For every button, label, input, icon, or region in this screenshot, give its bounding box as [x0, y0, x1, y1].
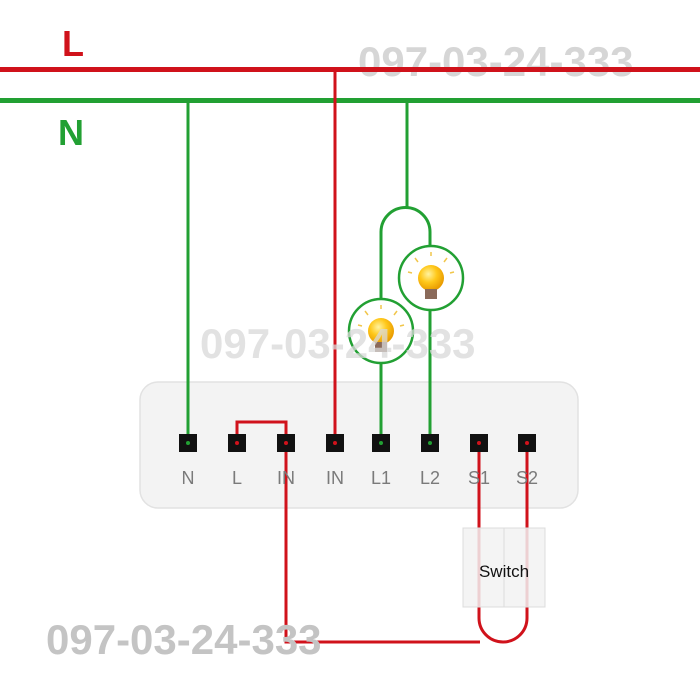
watermark-top: 097-03-24-333: [358, 38, 634, 85]
terminal-screw: [333, 441, 337, 445]
live-bus-line: [0, 67, 700, 72]
jumper-and-in-wire: [235, 420, 480, 644]
terminal-label: IN: [277, 468, 295, 488]
lamp-l2: [397, 244, 465, 312]
terminal-screw: [186, 441, 190, 445]
terminal-label: L: [232, 468, 242, 488]
watermark-bottom: 097-03-24-333: [46, 616, 322, 663]
terminal-screw: [235, 441, 239, 445]
bulb-icon: [368, 318, 394, 344]
live-bus-label: L: [62, 23, 84, 64]
switch-wires: [477, 443, 529, 644]
terminal-screw: [284, 441, 288, 445]
terminal-label: L2: [420, 468, 440, 488]
bulb-icon: [418, 265, 444, 291]
neutral-bus-line: [0, 98, 700, 103]
terminal-label: IN: [326, 468, 344, 488]
terminal-label: L1: [371, 468, 391, 488]
terminal-screw: [379, 441, 383, 445]
watermark-center: 097-03-24-333: [200, 320, 476, 367]
lamp-common-loop: [379, 206, 432, 299]
terminal-label: S2: [516, 468, 538, 488]
terminal-screw: [428, 441, 432, 445]
lamp-l1: [347, 297, 415, 365]
terminal-label: S1: [468, 468, 490, 488]
smart-relay-module: [139, 381, 579, 509]
terminal-screw: [525, 441, 529, 445]
neutral-bus-label: N: [58, 112, 84, 153]
terminal-screw: [477, 441, 481, 445]
wall-switch: Switch: [462, 527, 546, 608]
terminal-block: N L IN IN L1 L2 S1 S2: [179, 434, 538, 488]
terminal-label: N: [182, 468, 195, 488]
switch-label: Switch: [479, 562, 529, 581]
